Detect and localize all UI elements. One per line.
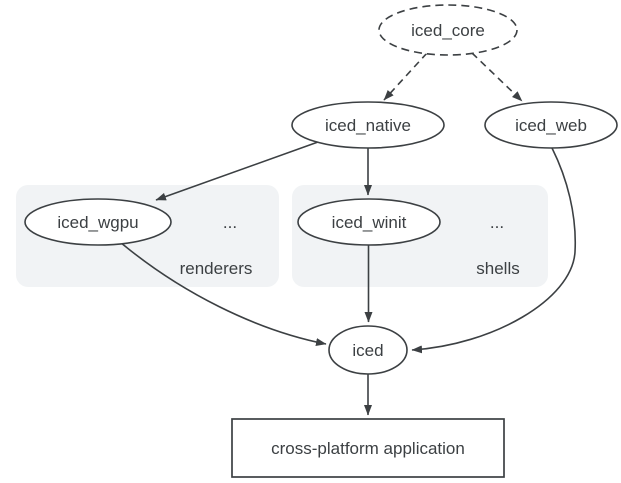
node-iced-native: iced_native [291, 101, 445, 149]
node-cross-platform-application: cross-platform application [231, 418, 505, 478]
node-iced-winit: iced_winit [297, 198, 441, 246]
edges [119, 52, 577, 416]
shells-ellipsis: ... [490, 213, 504, 232]
node-iced-shape [328, 325, 408, 375]
node-label-iced: iced [352, 341, 383, 360]
node-label-iced-native: iced_native [325, 116, 411, 135]
node-label-iced-wgpu: iced_wgpu [57, 213, 138, 232]
edge-iced-core-to-iced-web [471, 52, 523, 102]
group-label-shells: shells [476, 259, 519, 278]
group-label-renderers: renderers [180, 259, 253, 278]
node-iced-core: iced_core [378, 4, 518, 56]
node-app-shape [231, 418, 505, 478]
node-iced-wgpu-shape [24, 198, 172, 246]
edge-iced-wgpu-to-iced [119, 241, 327, 346]
node-iced-winit-shape [297, 198, 441, 246]
edge-iced-web-to-iced [411, 147, 577, 354]
node-label-app: cross-platform application [271, 439, 465, 458]
node-iced-web-shape [484, 101, 618, 149]
node-label-iced-core: iced_core [411, 21, 485, 40]
node-iced-native-shape [291, 101, 445, 149]
node-iced-web: iced_web [484, 101, 618, 149]
edge-iced-native-to-iced-wgpu [155, 141, 319, 201]
edge-iced-core-to-iced-native [383, 52, 428, 101]
node-iced: iced [328, 325, 408, 375]
node-label-iced-web: iced_web [515, 116, 587, 135]
node-iced-wgpu: iced_wgpu [24, 198, 172, 246]
node-iced-core-shape [378, 4, 518, 56]
node-label-iced-winit: iced_winit [332, 213, 407, 232]
renderers-ellipsis: ... [223, 213, 237, 232]
